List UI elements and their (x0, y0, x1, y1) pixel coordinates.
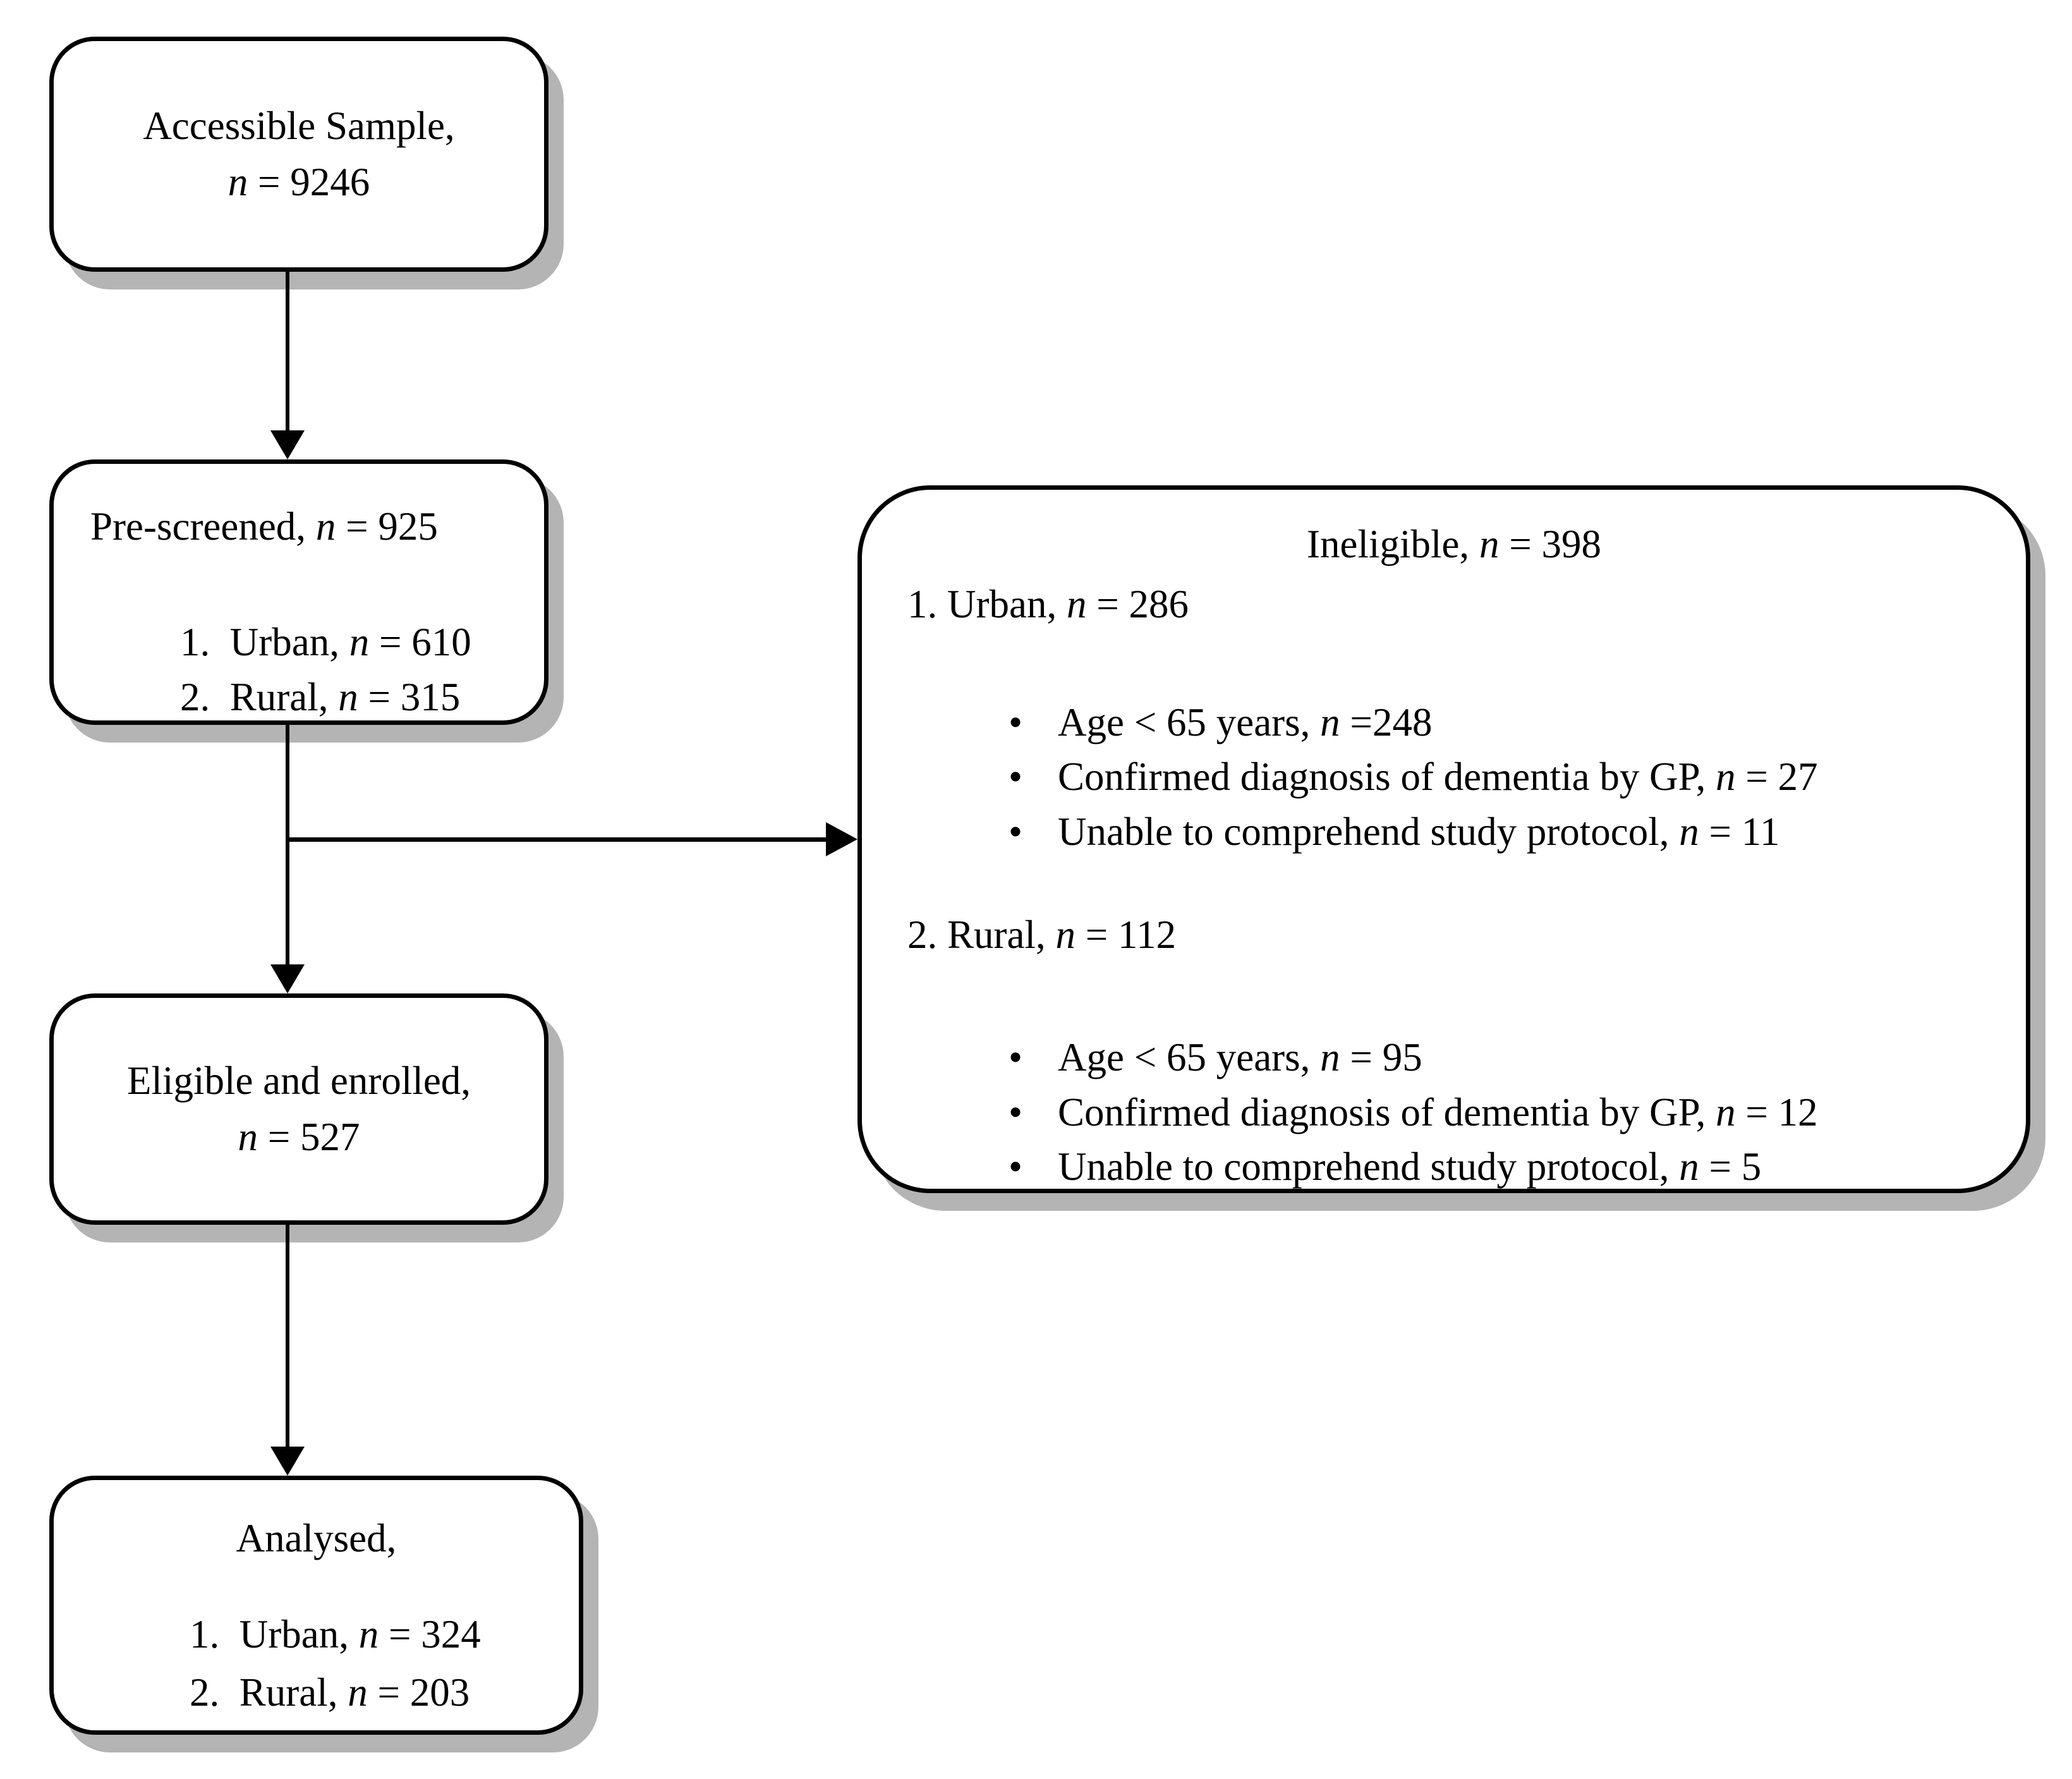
eligible-enrolled-line-2: n = 527 (238, 1115, 360, 1159)
pre-screened-box: Pre-screened, n = 925 1. Urban, n = 610 … (49, 459, 548, 725)
ineligible-rural-heading: 2. Rural, n = 112 (907, 912, 1177, 957)
ineligible-rural-bullet-age: Age < 65 years, n = 95 (1009, 1030, 2001, 1085)
connector-eligible-to-analysed (286, 1225, 289, 1449)
accessible-sample-line-2: n = 9246 (227, 160, 370, 204)
arrowhead-down-icon (270, 964, 305, 993)
eligible-enrolled-line-1: Eligible and enrolled, (126, 1058, 471, 1103)
arrowhead-down-icon (270, 1447, 305, 1476)
ineligible-urban-heading: 1. Urban, n = 286 (907, 582, 1189, 627)
ineligible-urban-bullet-protocol: Unable to comprehend study protocol, n =… (1009, 804, 2001, 859)
ineligible-urban-bullets: Age < 65 years, n =248 Confirmed diagnos… (1009, 695, 2001, 859)
ineligible-rural-bullets: Age < 65 years, n = 95 Confirmed diagnos… (1009, 1030, 2001, 1194)
accessible-sample-box: Accessible Sample, n = 9246 (49, 37, 548, 272)
ineligible-rural-bullet-dementia: Confirmed diagnosis of dementia by GP, n… (1009, 1085, 2001, 1140)
ineligible-rural-bullet-protocol: Unable to comprehend study protocol, n =… (1009, 1139, 2001, 1194)
analysed-list: 1. Urban, n = 324 2. Rural, n = 203 (190, 1606, 579, 1721)
ineligible-box: Ineligible, n = 398 1. Urban, n = 286 Ag… (857, 485, 2030, 1194)
analysed-title: Analysed, (236, 1516, 397, 1560)
arrowhead-right-icon (826, 822, 857, 856)
connector-prescreened-to-eligible (286, 725, 289, 966)
pre-screened-title: Pre-screened, n = 925 (90, 504, 438, 549)
arrowhead-down-icon (270, 430, 305, 459)
pre-screened-item-rural: 2. Rural, n = 315 (180, 675, 461, 720)
pre-screened-item-urban: 1. Urban, n = 610 (180, 620, 471, 665)
connector-branch-to-ineligible (286, 837, 826, 842)
accessible-sample-line-1: Accessible Sample, (143, 103, 455, 148)
eligible-enrolled-text: Eligible and enrolled, n = 527 (54, 998, 544, 1220)
analysed-box: Analysed, 1. Urban, n = 324 2. Rural, n … (49, 1476, 583, 1735)
ineligible-urban-bullet-dementia: Confirmed diagnosis of dementia by GP, n… (1009, 750, 2001, 804)
pre-screened-list: 1. Urban, n = 610 2. Rural, n = 315 (180, 615, 544, 725)
eligible-enrolled-box: Eligible and enrolled, n = 527 (49, 993, 548, 1225)
analysed-item-urban: 1. Urban, n = 324 (190, 1612, 481, 1657)
connector-accessible-to-prescreened (286, 272, 289, 433)
analysed-item-rural: 2. Rural, n = 203 (190, 1670, 470, 1715)
ineligible-title: Ineligible, n = 398 (1307, 522, 1601, 566)
accessible-sample-text: Accessible Sample, n = 9246 (54, 41, 544, 267)
ineligible-urban-bullet-age: Age < 65 years, n =248 (1009, 695, 2001, 750)
